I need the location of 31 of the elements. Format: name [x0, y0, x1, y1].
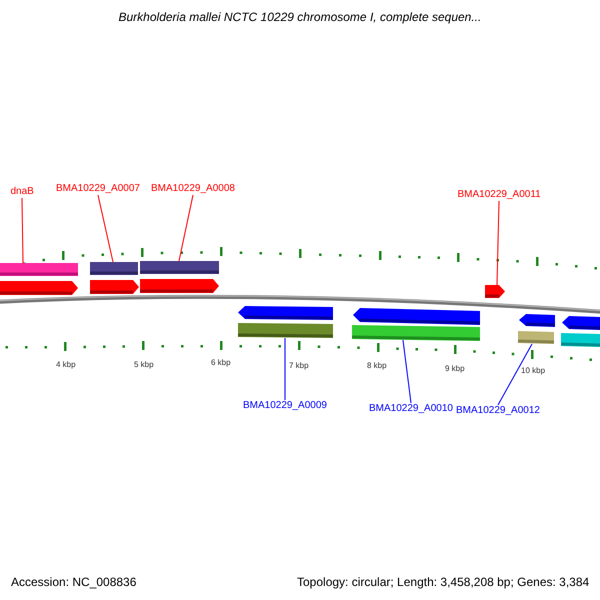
- gene-arrow: [485, 285, 505, 298]
- leader-line: [496, 200, 500, 286]
- gene-label: BMA10229_A0007: [56, 184, 140, 194]
- gene-bar: [140, 261, 219, 274]
- gene-bar: [238, 323, 334, 338]
- leader-line: [22, 198, 24, 264]
- title: Burkholderia mallei NCTC 10229 chromosome I, complete sequen...: [118, 11, 482, 23]
- leader-line: [402, 340, 412, 404]
- scale-label: 6 kbp: [210, 359, 232, 367]
- gene-label: BMA10229_A0008: [151, 184, 235, 194]
- leader-line: [178, 194, 194, 262]
- info-text: Topology: circular; Length: 3,458,208 bp; Genes: 3,384: [296, 576, 590, 588]
- gene-label: BMA10229_A0010: [369, 404, 453, 414]
- gene-bar: [90, 262, 138, 275]
- scale-label: 7 kbp: [288, 362, 310, 370]
- gene-bar: [0, 263, 78, 276]
- info-text: Accession: NC_008836: [10, 576, 138, 588]
- scale-label: 8 kbp: [366, 362, 388, 370]
- gene-label: BMA10229_A0009: [243, 401, 327, 411]
- scale-label: 4 kbp: [55, 361, 77, 369]
- gene-bar: [352, 325, 480, 341]
- leader-line: [284, 338, 286, 400]
- gene-label: dnaB: [10, 187, 34, 197]
- leader-line: [98, 194, 114, 262]
- gene-label: BMA10229_A0012: [456, 406, 540, 416]
- scale-label: 5 kbp: [133, 361, 155, 369]
- gene-bar: [518, 331, 554, 344]
- gene-label: BMA10229_A0011: [458, 190, 541, 200]
- leader-line: [498, 344, 532, 406]
- scale-label: 9 kbp: [444, 365, 466, 373]
- scale-label: 10 kbp: [520, 367, 546, 375]
